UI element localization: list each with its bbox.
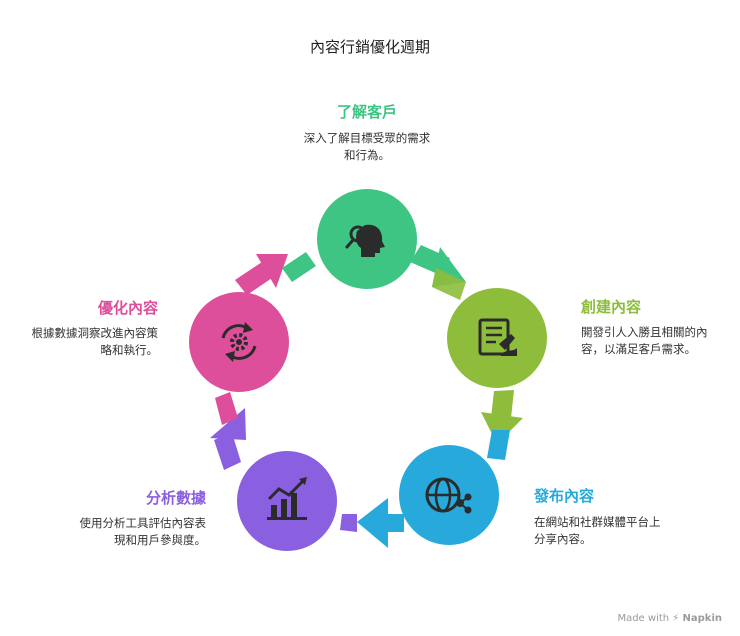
stage-desc-publish: 在網站和社群媒體平台上 分享內容。 — [534, 515, 661, 546]
gear-cycle-icon — [221, 322, 257, 362]
arrow-publish-to-analyze — [340, 498, 404, 548]
stage-desc-optimize: 根據數據洞察改進內容策 略和執行。 — [31, 326, 159, 357]
stage-label-understand: 了解客戶 — [336, 103, 397, 121]
stage-label-create: 創建內容 — [581, 298, 642, 316]
arrow-optimize-to-understand — [235, 252, 316, 295]
user-search-icon — [345, 224, 385, 257]
arrow-understand-to-create — [410, 245, 466, 300]
bar-chart-trend-icon — [267, 477, 307, 520]
stage-circle-create — [447, 288, 547, 388]
made-with-text: Made with — [617, 613, 670, 624]
stage-desc-understand: 深入了解目標受眾的需求 和行為。 — [303, 131, 431, 162]
stage-label-optimize: 優化內容 — [97, 299, 158, 317]
footer-credit: Made with ⚡︎ Napkin — [617, 613, 722, 624]
diagram-title: 內容行銷優化週期 — [309, 38, 430, 56]
stage-desc-analyze: 使用分析工具評估內容表 現和用戶參與度。 — [79, 516, 207, 547]
stage-label-analyze: 分析數據 — [145, 489, 206, 507]
napkin-logo-icon: ⚡︎ — [672, 613, 680, 624]
stage-label-publish: 發布內容 — [534, 487, 595, 505]
document-pen-icon — [478, 318, 517, 356]
stage-desc-create: 開發引人入勝且相關的內 容，以滿足客戶需求。 — [581, 325, 708, 356]
arrow-analyze-to-optimize — [210, 392, 246, 470]
globe-share-icon — [425, 477, 472, 514]
arrow-create-to-publish — [481, 390, 523, 460]
napkin-brand: Napkin — [682, 613, 722, 624]
